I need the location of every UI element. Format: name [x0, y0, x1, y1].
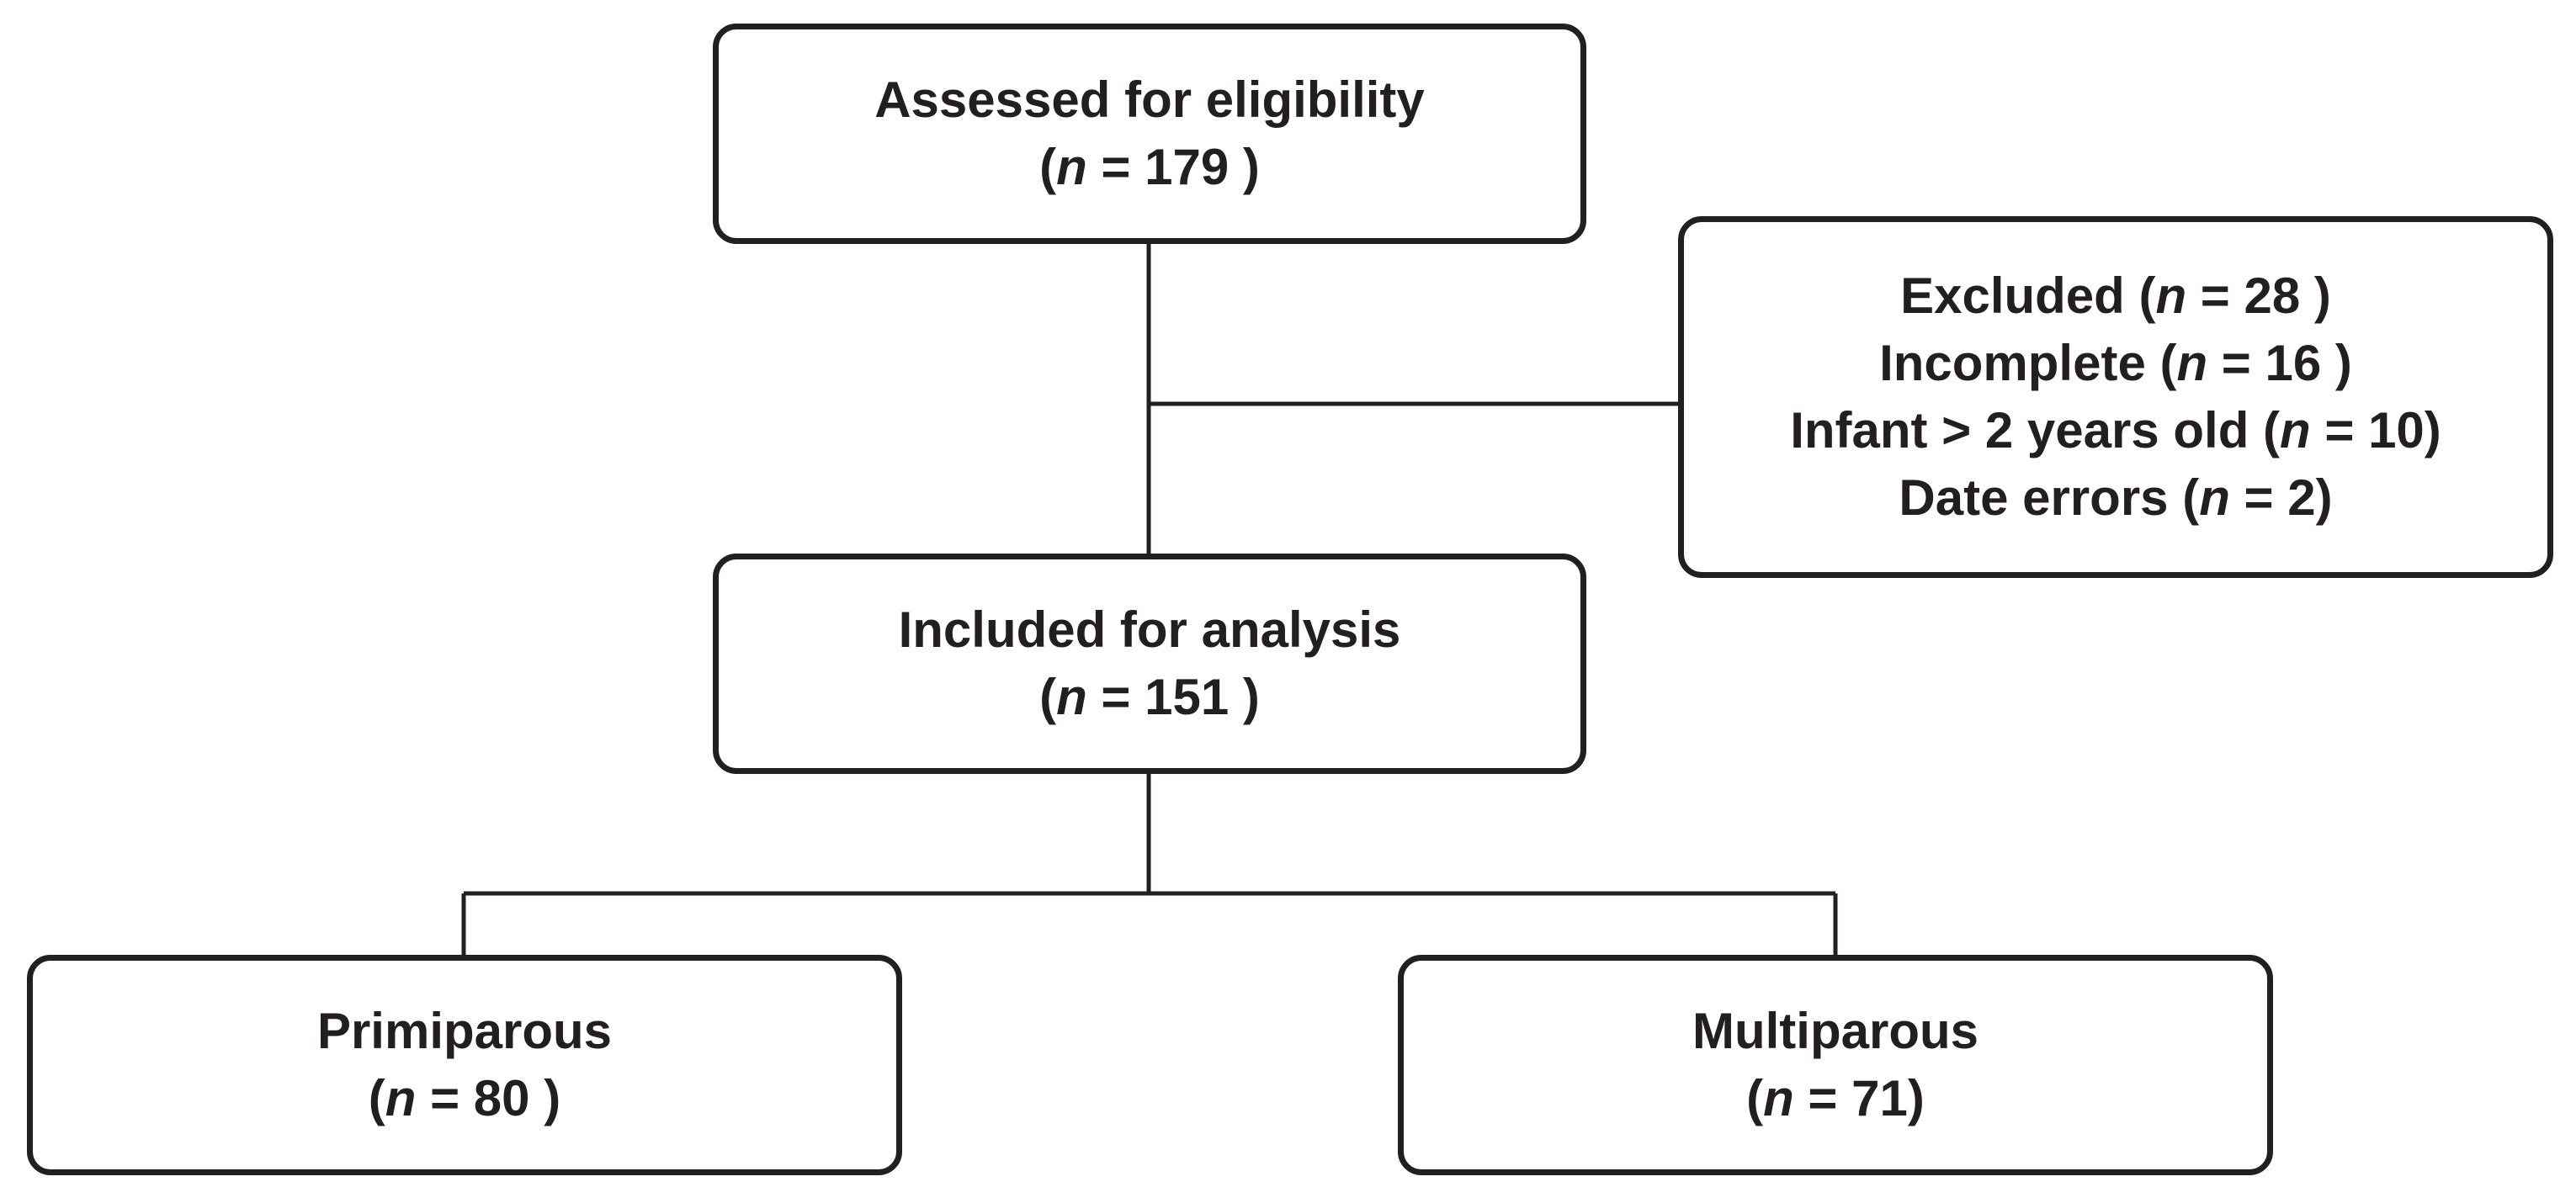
node-title: Multiparous: [1692, 1003, 1978, 1059]
node-count: (n = 151 ): [1039, 669, 1260, 725]
excluded-infant-age: Infant > 2 years old (n = 10): [1790, 402, 2441, 458]
node-count: (n = 71): [1746, 1070, 1925, 1126]
node-assessed-for-eligibility: Assessed for eligibility (n = 179 ): [713, 24, 1586, 244]
node-title: Assessed for eligibility: [874, 72, 1425, 128]
excluded-date-errors: Date errors (n = 2): [1899, 469, 2333, 526]
node-multiparous: Multiparous (n = 71): [1398, 955, 2273, 1175]
node-count: (n = 179 ): [1039, 139, 1260, 195]
node-included-for-analysis: Included for analysis (n = 151 ): [713, 554, 1586, 774]
node-title: Primiparous: [316, 1003, 613, 1059]
node-title: Included for analysis: [898, 602, 1401, 658]
node-count: (n = 80 ): [368, 1070, 561, 1126]
node-primiparous: Primiparous (n = 80 ): [27, 955, 902, 1175]
node-excluded: Excluded (n = 28 ) Incomplete (n = 16 ) …: [1678, 216, 2553, 578]
excluded-total: Excluded (n = 28 ): [1900, 268, 2331, 324]
excluded-incomplete: Incomplete (n = 16 ): [1879, 335, 2352, 391]
